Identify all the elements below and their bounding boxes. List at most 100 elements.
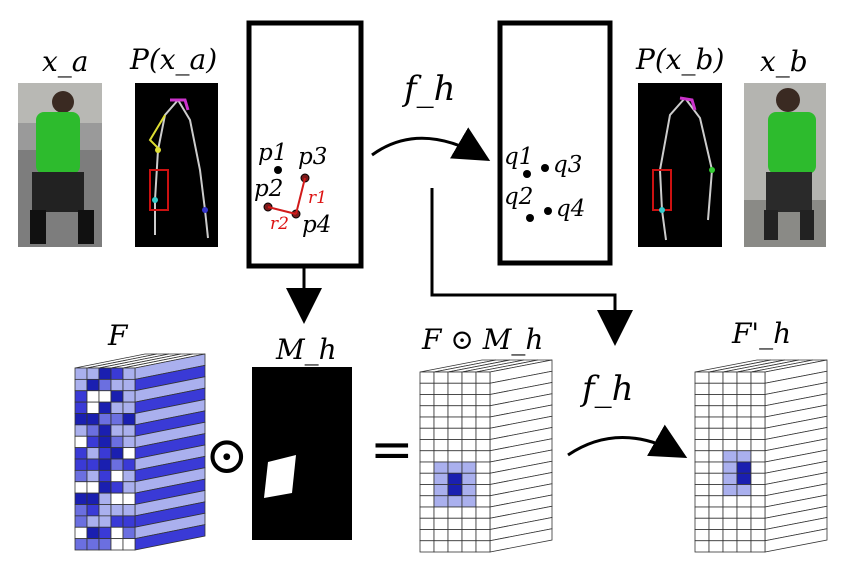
feature-f-cell: [122, 435, 136, 449]
feature-f-cell: [74, 481, 88, 494]
feature-fh-prime-cell: [708, 371, 724, 384]
radius-r1-line: [295, 177, 306, 215]
feature-fh-prime-cell: [750, 495, 766, 508]
feature-fh-prime-cell: [708, 416, 724, 429]
feature-fmh-cell: [461, 517, 477, 530]
feature-fmh-cell: [447, 382, 463, 395]
feature-fmh-cell: [419, 495, 435, 508]
feature-fmh-cell: [475, 416, 491, 429]
feature-fmh-cell: [461, 416, 477, 429]
feature-f-cell: [110, 515, 124, 528]
feature-fh-prime-cell: [722, 461, 738, 474]
feature-f-cell: [110, 538, 124, 551]
feature-f-cell: [98, 435, 112, 449]
feature-f-cell: [110, 504, 124, 517]
feature-f-cell: [122, 390, 136, 403]
feature-fh-prime-cell: [736, 540, 752, 553]
feature-f-cell: [98, 538, 112, 551]
label-p1: p1: [258, 140, 288, 166]
feature-fmh-cell: [461, 495, 477, 508]
feature-f-cell: [98, 458, 112, 471]
feature-fmh-cell: [433, 529, 449, 542]
feature-fh-prime-cell: [722, 506, 738, 519]
feature-fh-prime-cell: [750, 472, 766, 485]
feature-f-cell: [98, 390, 112, 403]
label-pxb: P(x_b): [636, 43, 725, 76]
feature-fmh-cell: [419, 472, 435, 485]
feature-fmh-cell: [461, 371, 477, 384]
feature-fh-prime-cell: [694, 517, 710, 530]
feature-fh-prime-cell: [708, 439, 724, 452]
feature-fmh-cell: [461, 540, 477, 553]
point-p1: [274, 166, 282, 174]
feature-f-cell: [86, 515, 100, 528]
feature-fmh-cell: [419, 461, 435, 474]
feature-fmh-cell: [461, 450, 477, 463]
feature-fh-prime-cell: [736, 439, 752, 452]
feature-fh-prime-cell: [694, 439, 710, 452]
feature-fh-prime-cell: [750, 427, 766, 440]
feature-f-cell: [86, 492, 100, 505]
feature-fmh-cell: [419, 416, 435, 429]
feature-fh-prime-cell: [708, 394, 724, 407]
label-q2: q2: [504, 184, 534, 210]
feature-cube-fmh: [419, 359, 553, 553]
feature-f-cell: [98, 413, 112, 426]
feature-f-cell: [74, 447, 88, 460]
feature-f-cell: [110, 367, 124, 380]
feature-fmh-cell: [433, 382, 449, 395]
feature-fh-prime-cell: [694, 540, 710, 553]
feature-fmh-cell: [419, 484, 435, 497]
feature-fmh-cell: [447, 371, 463, 384]
feature-fh-prime-cell: [708, 461, 724, 474]
label-p3: p3: [298, 144, 328, 170]
feature-fmh-cell: [461, 427, 477, 440]
feature-fh-prime-cell: [736, 484, 752, 497]
feature-f-cell: [110, 378, 124, 392]
feature-fh-prime-cell: [694, 484, 710, 497]
point-q4: [544, 207, 552, 215]
feature-f-cell: [86, 424, 100, 437]
feature-fh-prime-cell: [722, 382, 738, 395]
transform-arrow: [430, 188, 633, 346]
feature-fmh-cell: [433, 394, 449, 407]
feature-f-cell: [98, 378, 112, 392]
point-q2: [526, 214, 534, 222]
feature-f-cell: [122, 447, 136, 460]
feature-fmh-cell: [447, 472, 463, 485]
feature-fmh-cell: [475, 405, 491, 418]
feature-f-cell: [86, 504, 100, 517]
feature-fh-prime-cell: [750, 461, 766, 474]
feature-f-cell: [98, 492, 112, 505]
feature-fmh-cell: [433, 495, 449, 508]
feature-fmh-cell: [447, 461, 463, 474]
feature-f-cell: [122, 378, 136, 392]
feature-fh-prime-cell: [694, 461, 710, 474]
feature-fh-prime-cell: [736, 405, 752, 418]
feature-fmh-cell: [475, 540, 491, 553]
feature-f-cell: [74, 435, 88, 449]
feature-f-cell: [98, 401, 112, 414]
label-fh-bottom: f_h: [582, 369, 634, 409]
feature-fmh-cell: [475, 506, 491, 519]
feature-f-cell: [122, 424, 136, 437]
feature-f-cell: [74, 424, 88, 437]
label-xb: x_b: [760, 45, 808, 78]
feature-fmh-cell: [433, 371, 449, 384]
feature-fmh-cell: [419, 405, 435, 418]
feature-fmh-cell: [433, 439, 449, 452]
label-F: F: [108, 319, 128, 352]
feature-f-cell: [74, 413, 88, 426]
feature-fmh-cell: [461, 484, 477, 497]
feature-fh-prime-cell: [708, 405, 724, 418]
feature-fh-prime-cell: [694, 495, 710, 508]
hadamard-operator: ⊙: [205, 426, 249, 486]
feature-f-cell: [86, 367, 100, 380]
feature-fh-prime-cell: [722, 371, 738, 384]
feature-fmh-cell: [461, 461, 477, 474]
pose-box-right: [497, 20, 613, 266]
feature-fmh-cell: [447, 394, 463, 407]
feature-fh-prime-cell: [736, 472, 752, 485]
feature-fmh-cell: [475, 439, 491, 452]
